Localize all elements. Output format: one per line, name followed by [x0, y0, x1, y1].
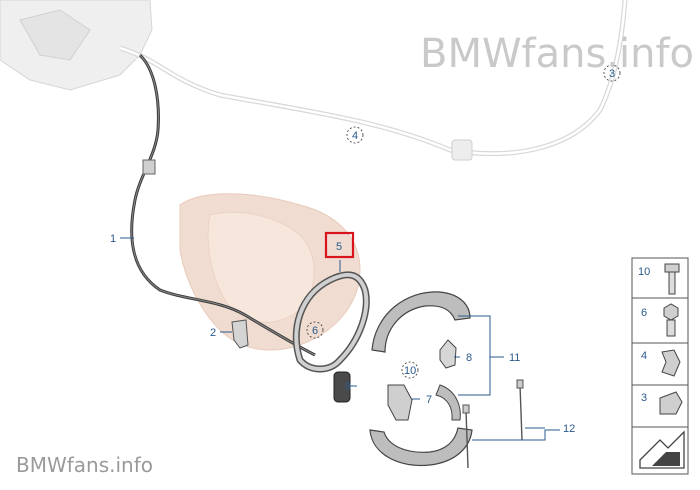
brake-shoe-lower: [369, 384, 473, 467]
adjuster: [439, 339, 457, 369]
legend-num-6: 6: [641, 307, 647, 319]
legend-num-3: 3: [641, 392, 647, 404]
line-connector: [451, 139, 473, 161]
ghost-housing: [0, 0, 153, 91]
callout-4: 4: [352, 130, 358, 142]
callout-2: 2: [210, 327, 216, 339]
legend-num-10: 10: [638, 266, 650, 278]
callout-6: 6: [312, 325, 318, 337]
legend-panel: 10 6 4 3: [631, 257, 689, 475]
brake-shoe-upper: [371, 291, 471, 353]
callout-9: 9: [345, 381, 351, 393]
callout-10: 10: [404, 365, 416, 377]
callout-7: 7: [426, 394, 432, 406]
shoe-retaining-plate: [292, 271, 370, 373]
callout-8: 8: [466, 352, 472, 364]
callout-5: 5: [336, 241, 342, 253]
hardware-7: [387, 384, 413, 421]
callout-11: 11: [509, 352, 520, 364]
watermark-top: BMWfans.info: [420, 31, 694, 77]
springs: [462, 379, 524, 469]
retainer-clip-icon: [659, 391, 683, 415]
watermark-bottom: BMWfans.info: [16, 453, 153, 477]
hex-nut-icon: [663, 303, 679, 337]
legend-num-4: 4: [641, 350, 647, 362]
callout-1: 1: [110, 233, 116, 245]
callout-12: 12: [563, 423, 575, 435]
cable-bracket: [231, 319, 249, 349]
clip-icon: [661, 349, 681, 377]
callout-3: 3: [609, 68, 615, 80]
arrow-icon: [639, 430, 685, 469]
highlight-box: [324, 231, 355, 259]
bolt-icon: [664, 263, 680, 295]
hardware-9: [333, 371, 351, 403]
